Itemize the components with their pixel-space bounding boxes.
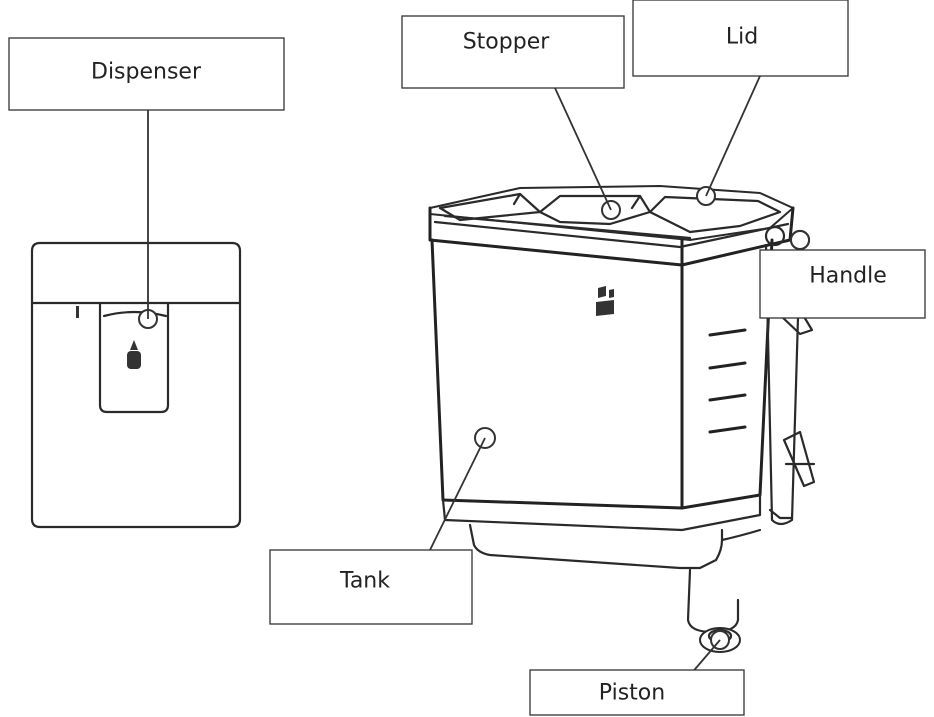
drop-icon	[127, 340, 141, 369]
lid-leader-line	[705, 75, 761, 197]
lid-ridge-2	[630, 194, 642, 210]
piston-label: Piston	[599, 681, 665, 706]
tank-label: Tank	[339, 569, 390, 594]
handle-callout: Handle	[759, 249, 926, 319]
front-view-body	[30, 241, 242, 529]
tank-base-band	[441, 493, 762, 532]
unit-3d-view	[428, 185, 816, 653]
tank-callout: Tank	[269, 549, 473, 625]
brand-logo-mark	[596, 286, 614, 316]
front-view-dispenser-recess	[102, 310, 168, 318]
front-view-indicator	[76, 306, 79, 318]
piston-callout: Piston	[529, 669, 745, 716]
lid-rim	[428, 206, 684, 267]
tank-base-skirt	[468, 523, 724, 570]
handle-label: Handle	[809, 264, 887, 289]
stopper-leader-line	[554, 87, 612, 211]
tank-base-skirt-right	[720, 528, 762, 542]
lid-callout: Lid	[632, 0, 849, 77]
handle-marker	[790, 230, 810, 250]
side-vents	[708, 328, 747, 434]
handle-bracket	[764, 225, 816, 526]
front-view-dispenser-panel	[98, 302, 170, 414]
piston-leader-line	[689, 639, 721, 676]
dispenser-callout: Dispenser	[8, 37, 285, 111]
lid-ridge-1	[512, 192, 522, 206]
lid-label: Lid	[726, 25, 758, 50]
stopper-label: Stopper	[463, 30, 551, 55]
tank-leader-line	[429, 437, 486, 551]
lid-rim-inner	[433, 220, 790, 249]
lid-top-seam	[443, 214, 692, 240]
lid-compartment-right	[648, 195, 782, 234]
stopper-callout: Stopper	[401, 15, 625, 89]
front-view	[30, 241, 242, 529]
dispenser-label: Dispenser	[91, 60, 202, 85]
tank-side-face	[680, 238, 774, 510]
